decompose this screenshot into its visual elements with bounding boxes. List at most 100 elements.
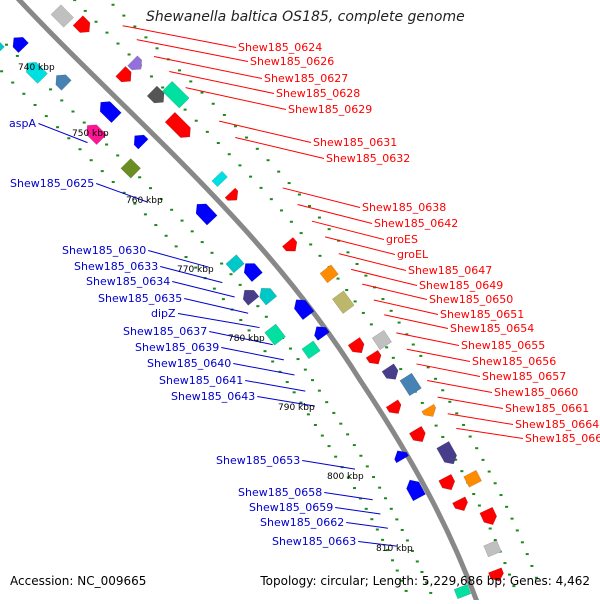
gene-label[interactable]: Shew185_0633: [74, 260, 158, 273]
track-dot: [249, 175, 253, 178]
gene-label[interactable]: Shew185_0640: [147, 357, 231, 370]
track-dot: [255, 339, 259, 342]
track-dot: [415, 560, 419, 563]
gene-label[interactable]: Shew185_0625: [10, 177, 94, 190]
label-connector: [437, 396, 504, 409]
track-dot: [487, 470, 491, 473]
track-dot: [78, 148, 82, 151]
track-dot: [352, 444, 356, 447]
track-dot: [391, 559, 395, 562]
track-dot: [238, 283, 242, 286]
track-dot: [405, 333, 409, 336]
gene-label[interactable]: Shew185_0627: [264, 72, 348, 85]
gene-label[interactable]: Shew185_0624: [238, 41, 322, 54]
track-dot: [116, 42, 120, 45]
gene-label[interactable]: groEL: [397, 248, 429, 261]
track-dot: [370, 518, 374, 521]
track-dot: [441, 435, 445, 438]
track-dot: [345, 289, 349, 292]
gene-label[interactable]: Shew185_0650: [429, 293, 513, 306]
track-dot: [143, 213, 147, 216]
track-dot: [71, 110, 75, 113]
gene-label[interactable]: Shew185_0657: [482, 370, 566, 383]
gene-label[interactable]: Shew185_0631: [313, 136, 397, 149]
gene-feature: [127, 55, 142, 71]
gene-feature: [224, 187, 239, 201]
track-dot: [346, 476, 350, 479]
gene-feature: [294, 299, 315, 321]
track-dot: [375, 528, 379, 531]
track-dot: [424, 581, 428, 584]
track-dot: [505, 505, 509, 508]
gene-label[interactable]: Shew185_0660: [494, 386, 578, 399]
track-dot: [462, 423, 466, 426]
gene-label[interactable]: Shew185_0662: [260, 516, 344, 529]
gene-feature: [26, 62, 48, 84]
track-dot: [227, 153, 231, 156]
track-dot: [292, 391, 296, 394]
gene-feature: [365, 349, 382, 365]
gene-label[interactable]: Shew185_0664: [515, 418, 599, 431]
track-dot: [419, 354, 423, 357]
track-dot: [395, 569, 399, 572]
gene-label[interactable]: Shew185_0663: [272, 535, 356, 548]
gene-label[interactable]: Shew185_0661: [505, 402, 589, 415]
tick-label: 740 kbp: [18, 63, 55, 73]
track-dot: [361, 311, 365, 314]
gene-label[interactable]: Shew185_0641: [159, 374, 243, 387]
gene-label[interactable]: aspA: [9, 117, 36, 130]
gene-label[interactable]: Shew185_0638: [362, 201, 446, 214]
gene-label[interactable]: Shew185_0628: [276, 87, 360, 100]
gene-label[interactable]: Shew185_0653: [216, 454, 300, 467]
gene-feature: [371, 329, 392, 351]
gene-label[interactable]: Shew185_0626: [250, 55, 334, 68]
track-dot: [154, 224, 158, 227]
track-dot: [266, 159, 270, 162]
label-connector: [235, 136, 325, 159]
gene-label[interactable]: Shew185_0655: [461, 339, 545, 352]
track-dot: [389, 309, 393, 312]
tick-label: 770 kbp: [177, 265, 214, 275]
track-dot: [310, 379, 314, 382]
label-connector: [185, 87, 287, 110]
track-dot: [308, 205, 312, 208]
track-dot: [499, 494, 503, 497]
label-connector: [447, 413, 514, 425]
gene-label[interactable]: Shew185_0632: [326, 152, 410, 165]
gene-label[interactable]: Shew185_0643: [171, 390, 255, 403]
gene-label[interactable]: Shew185_0637: [123, 325, 207, 338]
track-dot: [378, 486, 382, 489]
gene-label[interactable]: Shew185_0639: [135, 341, 219, 354]
gene-label[interactable]: Shew185_0665: [525, 432, 600, 445]
track-dot: [229, 273, 233, 276]
track-dot: [313, 423, 317, 426]
track-dot: [11, 81, 15, 84]
gene-features: [0, 4, 504, 600]
gene-label[interactable]: groES: [386, 233, 418, 246]
gene-label[interactable]: Shew185_0635: [98, 292, 182, 305]
track-dot: [400, 528, 404, 531]
track-dot: [510, 517, 514, 520]
label-connector: [148, 250, 209, 268]
gene-label[interactable]: Shew185_0647: [408, 264, 492, 277]
label-connector: [427, 379, 493, 393]
gene-feature: [483, 540, 502, 558]
label-connector: [324, 492, 373, 501]
gene-label[interactable]: Shew185_0629: [288, 103, 372, 116]
label-connector: [184, 298, 249, 314]
gene-label[interactable]: Shew185_0651: [440, 308, 524, 321]
gene-label[interactable]: Shew185_0658: [238, 486, 322, 499]
gene-label[interactable]: Shew185_0630: [62, 244, 146, 257]
gene-feature: [86, 124, 107, 145]
gene-label[interactable]: dipZ: [151, 307, 176, 320]
track-dot: [210, 251, 214, 254]
gene-label[interactable]: Shew185_0649: [419, 279, 503, 292]
gene-label[interactable]: Shew185_0659: [249, 501, 333, 514]
gene-label[interactable]: Shew185_0642: [374, 217, 458, 230]
gene-label[interactable]: Shew185_0634: [86, 275, 170, 288]
gene-label[interactable]: Shew185_0656: [472, 355, 556, 368]
tick-label: 790 kbp: [278, 403, 315, 413]
track-dot: [200, 91, 204, 94]
gene-label[interactable]: Shew185_0654: [450, 322, 534, 335]
track-dot: [22, 92, 26, 95]
